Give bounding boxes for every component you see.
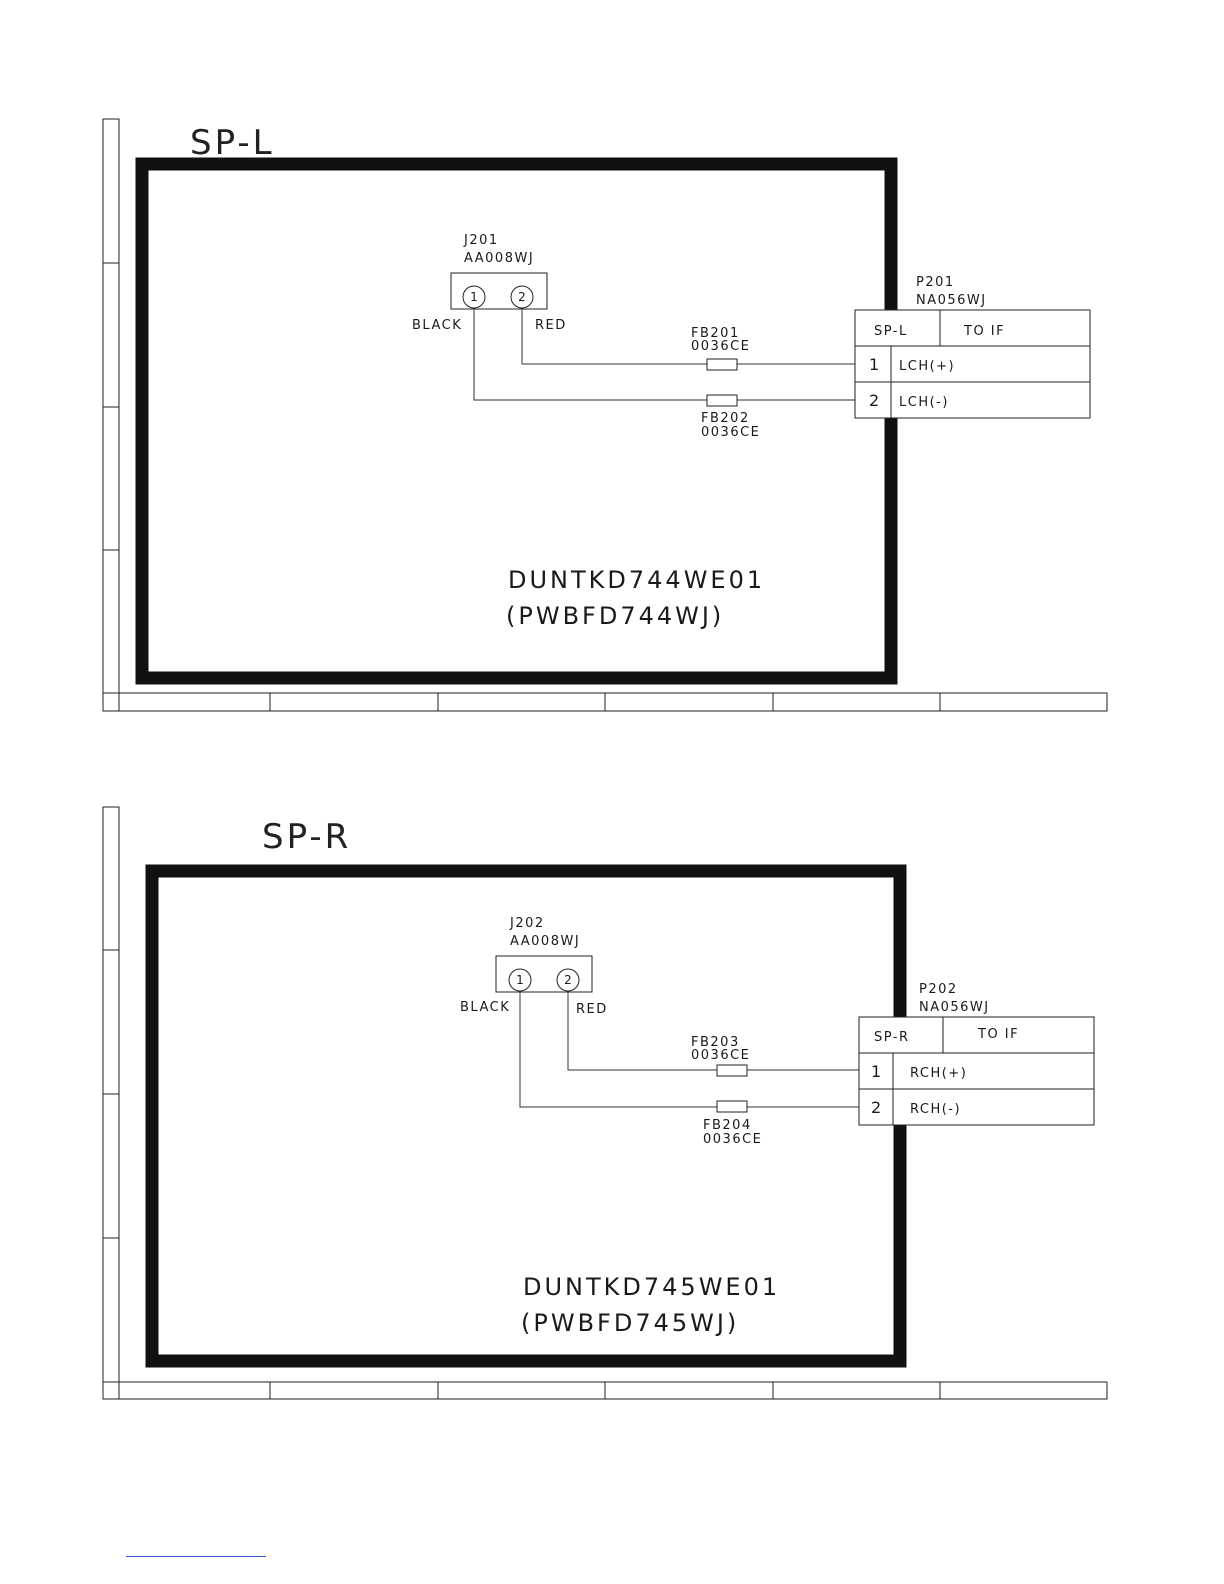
jack-part: AA008WJ [510, 934, 580, 949]
ferrite-symbol [717, 1101, 747, 1112]
diagram-sp-r: SP-R J202 AA008WJ 1 2 BLACK RED FB203 00… [103, 807, 1107, 1399]
ferrite-ref: FB204 [703, 1118, 752, 1133]
plug-row-pin: 1 [869, 355, 881, 374]
ferrite-part: 0036CE [691, 1048, 750, 1063]
bottom-zone-ruler [103, 693, 1107, 711]
ferrite-symbol [707, 359, 737, 370]
left-zone-ruler [103, 807, 119, 1399]
plug-part: NA056WJ [919, 1000, 990, 1015]
ferrite-symbol [707, 395, 737, 406]
wire-red-label: RED [535, 318, 567, 333]
board-code: DUNTKD744WE01 [508, 566, 765, 594]
plug-ref: P201 [916, 275, 955, 290]
plug-row-signal: LCH(+) [899, 359, 955, 374]
jack-ref: J201 [463, 233, 499, 248]
pcb-outline [142, 164, 891, 678]
jack-pin-1-label: 1 [470, 290, 478, 304]
plug-header-right: TO IF [963, 324, 1005, 339]
board-code: DUNTKD745WE01 [523, 1273, 780, 1301]
wire-black-label: BLACK [460, 1000, 510, 1015]
wires [520, 992, 859, 1107]
wire-black-label: BLACK [412, 318, 462, 333]
footer-link-underline[interactable] [126, 1556, 266, 1557]
ferrite-ref: FB202 [701, 411, 750, 426]
board-part-number: (PWBFD744WJ) [506, 602, 724, 630]
plug-row-pin: 1 [871, 1062, 883, 1081]
ferrite-part: 0036CE [703, 1132, 762, 1147]
diagram-title: SP-R [262, 817, 351, 857]
diagram-sp-l: SP-L J201 AA008WJ 1 2 BLACK RED FB201 00… [103, 119, 1107, 711]
board-part-number: (PWBFD745WJ) [521, 1309, 739, 1337]
jack-connector: J202 AA008WJ 1 2 BLACK RED [460, 916, 608, 1017]
plug-row-signal: RCH(-) [910, 1102, 961, 1117]
plug-header-left: SP-L [874, 324, 908, 339]
plug-row-signal: RCH(+) [910, 1066, 967, 1081]
left-zone-ruler [103, 119, 119, 711]
plug-row-signal: LCH(-) [899, 395, 949, 410]
ferrite-bead-bottom: FB204 0036CE [703, 1101, 762, 1147]
plug-header-left: SP-R [874, 1030, 910, 1045]
plug-ref: P202 [919, 982, 958, 997]
ferrite-symbol [717, 1065, 747, 1076]
ferrite-bead-top: FB201 0036CE [691, 326, 750, 370]
plug-row-pin: 2 [871, 1098, 883, 1117]
ferrite-bead-bottom: FB202 0036CE [701, 395, 760, 440]
jack-pin-2-label: 2 [564, 973, 572, 987]
jack-connector: J201 AA008WJ 1 2 BLACK RED [412, 233, 567, 333]
jack-ref: J202 [509, 916, 545, 931]
wire-red-label: RED [576, 1002, 608, 1017]
jack-part: AA008WJ [464, 251, 534, 266]
plug-row-pin: 2 [869, 391, 881, 410]
ferrite-part: 0036CE [691, 339, 750, 354]
diagram-title: SP-L [190, 123, 275, 163]
plug-header-right: TO IF [977, 1027, 1019, 1042]
wires [474, 309, 855, 400]
ferrite-part: 0036CE [701, 425, 760, 440]
jack-pin-1-label: 1 [516, 973, 524, 987]
bottom-zone-ruler [103, 1382, 1107, 1399]
plug-part: NA056WJ [916, 293, 987, 308]
jack-pin-2-label: 2 [518, 290, 526, 304]
